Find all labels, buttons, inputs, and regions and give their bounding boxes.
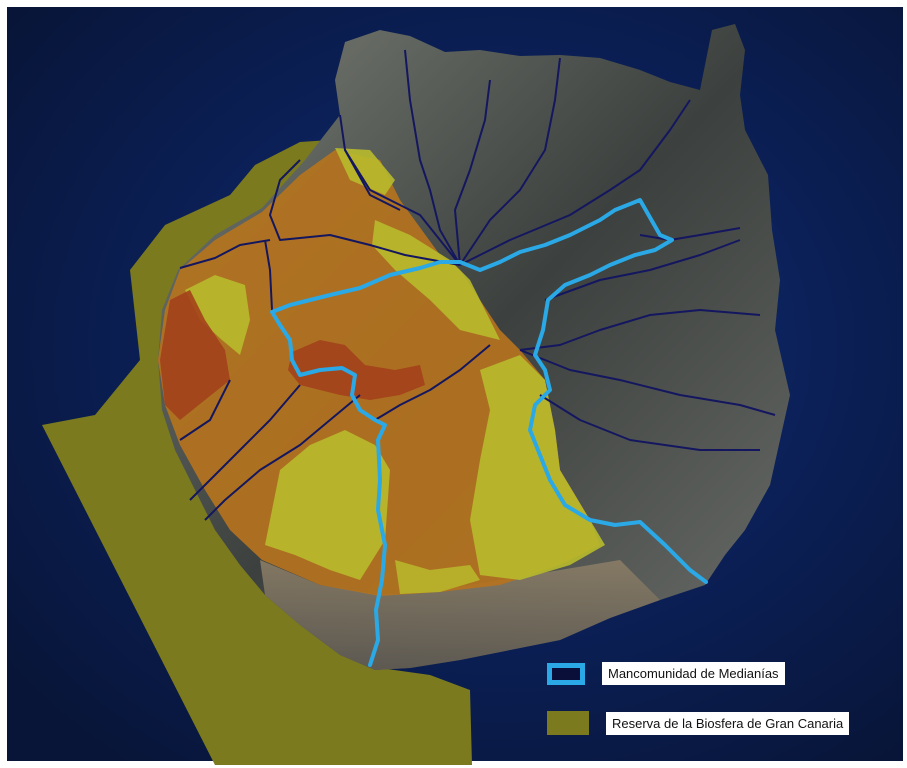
legend-swatch-mancomunidad <box>547 662 585 685</box>
municipal-boundaries <box>179 49 776 521</box>
zone-yellow-south-east <box>470 355 605 580</box>
zone-red-central <box>288 340 425 400</box>
biosphere-reserve-marine-area <box>42 140 472 765</box>
legend-item-biosphere: Reserva de la Biosfera de Gran Canaria <box>547 711 850 735</box>
legend-item-mancomunidad: Mancomunidad de Medianías <box>547 662 785 685</box>
zone-yellow-south-centre <box>395 560 480 594</box>
mancomunidad-boundary <box>270 198 708 667</box>
legend-swatch-biosphere <box>547 711 589 735</box>
zone-yellow-west <box>185 275 250 355</box>
legend-label-mancomunidad: Mancomunidad de Medianías <box>602 662 785 685</box>
zone-red-west <box>160 290 230 420</box>
southern-coast-terrain <box>260 560 660 670</box>
legend-label-biosphere: Reserva de la Biosfera de Gran Canaria <box>606 711 850 735</box>
zone-yellow-south-west <box>265 430 390 580</box>
zone-yellow-central <box>372 220 500 340</box>
